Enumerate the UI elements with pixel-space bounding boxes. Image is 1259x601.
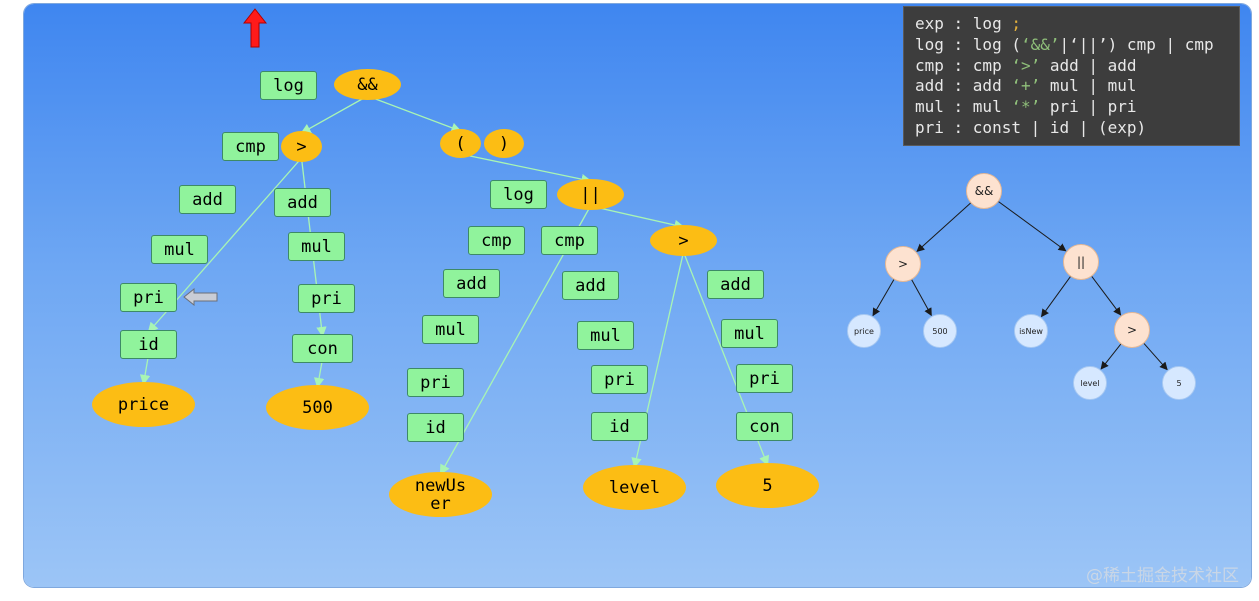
rule-node-id2: id	[407, 413, 464, 442]
rule-node-pri1: pri	[120, 283, 177, 312]
grammar-line: pri : const | id | (exp)	[915, 117, 1147, 137]
token-node-gt2: >	[650, 225, 717, 256]
ast-node-a_gt2: >	[1114, 312, 1150, 348]
rule-node-cmp1: cmp	[222, 132, 279, 161]
token-node-or: ||	[557, 179, 624, 210]
ast-node-a_5: 5	[1162, 366, 1196, 400]
rule-node-id1: id	[120, 330, 177, 359]
token-node-lparen: (	[440, 129, 481, 158]
grammar-line: add : add ‘+’ mul | mul	[915, 76, 1137, 96]
rule-node-cmp3: cmp	[541, 226, 598, 255]
rule-node-mul5: mul	[721, 319, 778, 348]
grammar-line: cmp : cmp ‘>’ add | add	[915, 55, 1137, 75]
grammar-line: log : log (‘&&’|‘||’) cmp | cmp	[915, 34, 1214, 54]
ast-node-a_level: level	[1073, 366, 1107, 400]
rule-node-mul2: mul	[288, 232, 345, 261]
rule-node-log1: log	[260, 71, 317, 100]
rule-node-cmp2: cmp	[468, 226, 525, 255]
token-node-newuser: newUs er	[389, 472, 492, 517]
ast-node-a_and: &&	[966, 173, 1002, 209]
rule-node-add4: add	[562, 271, 619, 300]
rule-node-log2: log	[490, 180, 547, 209]
rule-node-pri2: pri	[298, 284, 355, 313]
rule-node-id3: id	[591, 412, 648, 441]
token-node-gt1: >	[281, 131, 322, 162]
rule-node-pri3: pri	[407, 368, 464, 397]
rule-node-con2: con	[736, 412, 793, 441]
ast-node-a_isnew: isNew	[1014, 314, 1048, 348]
rule-node-mul3: mul	[422, 315, 479, 344]
watermark: @稀土掘金技术社区	[1086, 566, 1239, 586]
grammar-line: exp : log ;	[915, 14, 1021, 33]
rule-node-add3: add	[443, 269, 500, 298]
rule-node-mul1: mul	[151, 235, 208, 264]
ast-node-a_500: 500	[923, 314, 957, 348]
rule-node-con1: con	[292, 334, 353, 363]
red-up-arrow-icon	[243, 8, 267, 48]
rule-node-mul4: mul	[577, 321, 634, 350]
token-node-v5: 5	[716, 463, 819, 508]
token-node-v500: 500	[266, 385, 369, 430]
rule-node-add5: add	[707, 270, 764, 299]
grammar-line: mul : mul ‘*’ pri | pri	[915, 97, 1137, 117]
gray-left-arrow-icon	[183, 288, 218, 306]
grammar-rules: exp : log ; log : log (‘&&’|‘||’) cmp | …	[903, 6, 1240, 146]
ast-node-a_or: ||	[1063, 244, 1099, 280]
rule-node-add1: add	[179, 185, 236, 214]
ast-node-a_price: price	[847, 314, 881, 348]
token-node-price: price	[92, 382, 195, 427]
token-node-rparen: )	[484, 129, 524, 158]
ast-node-a_gt1: >	[885, 246, 921, 282]
rule-node-add2: add	[274, 188, 331, 217]
token-node-and: &&	[334, 69, 401, 100]
token-node-level: level	[583, 465, 686, 510]
rule-node-pri5: pri	[736, 364, 793, 393]
rule-node-pri4: pri	[591, 365, 648, 394]
